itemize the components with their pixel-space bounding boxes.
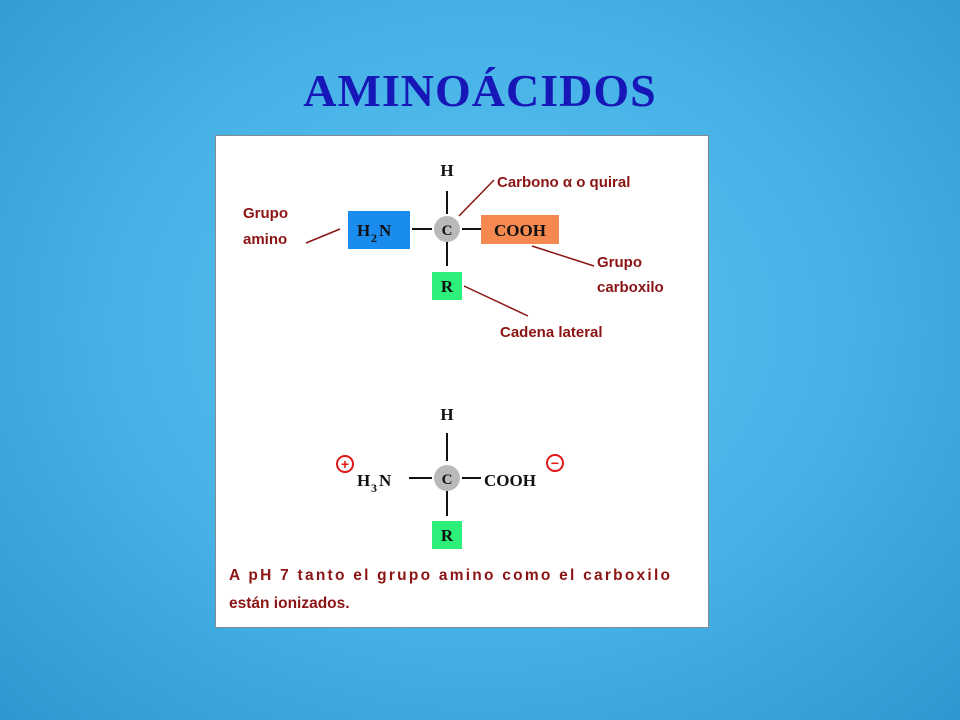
carboxyl-formula: COOH <box>494 221 546 240</box>
hydrogen-top: H <box>440 161 453 180</box>
side-chain-symbol: R <box>441 277 454 296</box>
amine-h: H <box>357 221 370 240</box>
positive-charge-icon: + <box>336 455 354 473</box>
negative-charge-sign: − <box>551 455 559 471</box>
diagram-panel: H C H 2 N COOH R Carbono α o quiral Grup… <box>215 135 709 628</box>
label-amino-line2: amino <box>243 231 287 248</box>
amine-n: N <box>379 221 392 240</box>
structure-general: H C H 2 N COOH R Carbono α o quiral Grup… <box>243 161 664 341</box>
amine-n-2: N <box>379 471 392 490</box>
label-side-chain: Cadena lateral <box>500 324 603 341</box>
positive-charge-sign: + <box>341 456 349 472</box>
amino-acid-diagram: H C H 2 N COOH R Carbono α o quiral Grup… <box>229 161 670 612</box>
label-amino-line1: Grupo <box>243 205 288 222</box>
carboxylate-formula: COOH <box>484 471 536 490</box>
slide-title: AMINOÁCIDOS <box>303 65 657 116</box>
side-chain-box-2 <box>432 521 462 549</box>
carbon-symbol-2: C <box>442 472 453 488</box>
note-line2: están ionizados. <box>229 595 350 612</box>
carboxyl-group-box <box>481 215 559 244</box>
alpha-carbon-2 <box>434 465 460 491</box>
pointer-amino <box>305 228 341 244</box>
pointer-carbon <box>458 179 495 217</box>
amine-subscript-2: 3 <box>371 481 377 495</box>
amine-subscript: 2 <box>371 231 377 245</box>
amine-h-2: H <box>357 471 370 490</box>
carbon-symbol: C <box>442 223 453 239</box>
alpha-carbon <box>434 216 460 242</box>
label-alpha-carbon: Carbono α o quiral <box>497 174 630 191</box>
side-chain-symbol-2: R <box>441 526 454 545</box>
structure-zwitterion: H C H 3 N COOH R + − A pH 7 tanto el gru… <box>229 405 670 612</box>
note-line1: A pH 7 tanto el grupo amino como el carb… <box>229 567 670 584</box>
amine-group-box <box>348 211 410 249</box>
hydrogen-top-2: H <box>440 405 453 424</box>
label-carboxyl-line1: Grupo <box>597 254 642 271</box>
pointer-side-chain <box>463 285 529 317</box>
label-carboxyl-line2: carboxilo <box>597 279 664 296</box>
negative-charge-icon: − <box>546 454 564 472</box>
pointer-carboxyl <box>531 245 595 267</box>
side-chain-box <box>432 272 462 300</box>
